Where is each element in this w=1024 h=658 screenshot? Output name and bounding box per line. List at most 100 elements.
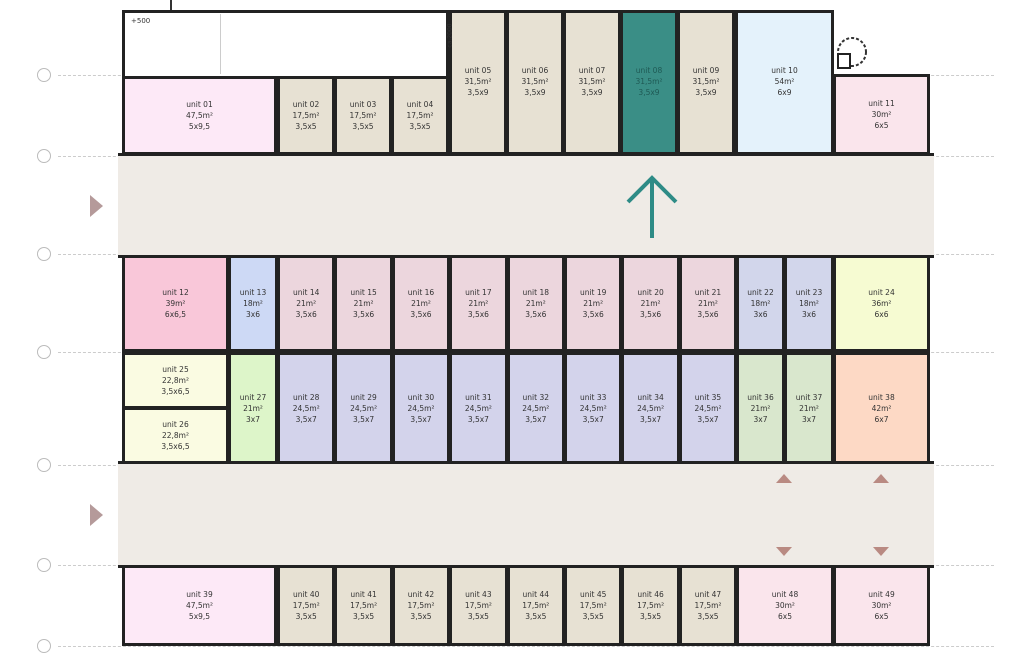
unit-name: unit 16 bbox=[407, 288, 435, 297]
unit-name: unit 14 bbox=[292, 288, 320, 297]
unit-area: 17,5m² bbox=[694, 601, 722, 610]
unit-area: 31,5m² bbox=[692, 77, 720, 86]
unit-dims: 3,5x7 bbox=[353, 414, 375, 424]
unit-area: 21m² bbox=[750, 403, 771, 413]
unit-name: unit 18 bbox=[522, 288, 550, 297]
unit-area: 17,5m² bbox=[406, 111, 434, 120]
unit-area: 21m² bbox=[799, 403, 819, 413]
unit-dims: 3,5x7 bbox=[295, 414, 317, 424]
unit-area: 24,5m² bbox=[579, 403, 607, 413]
unit-area: 22,8m² bbox=[161, 431, 189, 440]
unit-name: unit 32 bbox=[522, 392, 550, 402]
grid-marker bbox=[37, 558, 51, 572]
unit-dims: 3,5x5 bbox=[467, 612, 489, 621]
unit-name: unit 42 bbox=[407, 590, 435, 599]
grid-marker bbox=[37, 247, 51, 261]
entrance-marker-icon bbox=[90, 504, 103, 526]
unit-name: unit 04 bbox=[406, 100, 434, 109]
unit-area: 21m² bbox=[411, 299, 431, 308]
unit-area: 47,5m² bbox=[185, 601, 213, 610]
unit-name: unit 34 bbox=[637, 392, 664, 402]
section-marker-down-icon bbox=[873, 547, 889, 556]
grid-marker bbox=[37, 639, 51, 653]
unit-name: unit 21 bbox=[694, 288, 722, 297]
unit-dims: 6x6 bbox=[874, 310, 889, 319]
unit-area: 36m² bbox=[871, 299, 892, 308]
unit-area: 24,5m² bbox=[464, 403, 492, 413]
unit-area: 24,5m² bbox=[350, 403, 378, 413]
unit-dims: 3,5x5 bbox=[409, 122, 431, 131]
unit-name: unit 36 bbox=[747, 392, 774, 402]
unit-dims: 3,5x9 bbox=[524, 88, 546, 97]
unit-dims: 3,5x7 bbox=[640, 414, 662, 424]
grid-line bbox=[58, 646, 994, 647]
grid-marker bbox=[37, 345, 51, 359]
unit-dims: 3x7 bbox=[246, 414, 260, 424]
grid-marker bbox=[37, 68, 51, 82]
unit-area: 21m² bbox=[583, 299, 604, 308]
unit-name: unit 33 bbox=[579, 392, 607, 402]
unit-04[interactable]: unit 04 17,5m² 3,5x5 bbox=[391, 76, 449, 155]
unit-dims: 6x5 bbox=[874, 612, 889, 621]
unit-name: unit 44 bbox=[522, 590, 550, 599]
unit-name: unit 37 bbox=[795, 392, 823, 402]
unit-dims: 3x7 bbox=[802, 414, 816, 424]
unit-name: unit 49 bbox=[868, 590, 895, 599]
unit-dims: 3,5x5 bbox=[352, 122, 374, 131]
unit-name: unit 26 bbox=[162, 420, 189, 429]
spiral-stair-icon bbox=[837, 37, 867, 69]
unit-name: unit 19 bbox=[579, 288, 607, 297]
unit-name: unit 30 bbox=[407, 392, 435, 402]
entrance-marker-icon bbox=[90, 195, 103, 217]
